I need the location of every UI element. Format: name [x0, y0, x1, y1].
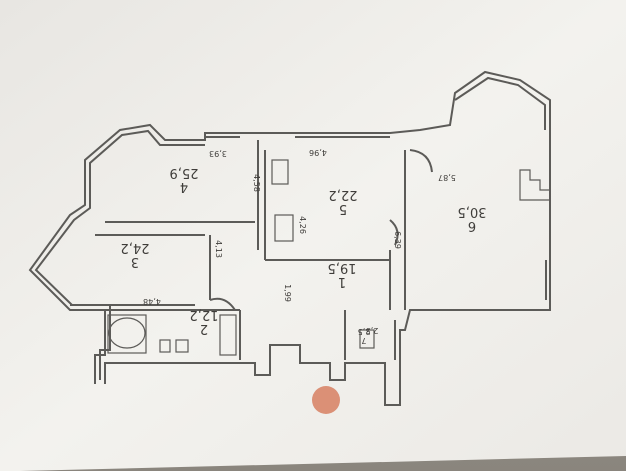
room-4: 4 25,9	[170, 165, 199, 194]
bathtub	[108, 317, 146, 349]
bay-window	[454, 76, 546, 130]
dim-5-87: 5,87	[438, 173, 456, 182]
room-labels: 1 19,5 2 12,2 3 24,2 4 25,9 5 22,2 6 30,…	[121, 165, 487, 345]
bathtub-frame	[107, 314, 147, 354]
dim-4-13: 4,13	[214, 240, 223, 258]
outer-wall-inner	[34, 129, 205, 380]
room-5-area: 22,2	[329, 187, 358, 202]
dim-6-39: 6,39	[393, 231, 402, 249]
walls	[28, 70, 551, 406]
outer-wall	[28, 70, 551, 406]
cabinet	[219, 314, 237, 356]
kitchen-sink	[274, 214, 294, 242]
room-7-area: 2,5	[358, 327, 371, 336]
room-1-id: 1	[338, 274, 346, 289]
room-6-id: 6	[468, 218, 476, 233]
room-6: 6 30,5	[458, 204, 487, 233]
room-7: 7 2,5	[358, 327, 371, 345]
room-1: 1 19,5	[328, 260, 357, 289]
room-3-id: 3	[131, 254, 139, 269]
room-5-id: 5	[339, 201, 347, 216]
dim-4-58: 4,58	[252, 174, 261, 192]
room-2: 2 12,2	[190, 307, 219, 336]
wc-toilet	[359, 329, 375, 349]
room-2-id: 2	[200, 321, 208, 336]
door-arc-room5	[389, 219, 399, 246]
room-6-area: 30,5	[458, 204, 487, 219]
room-1-area: 19,5	[328, 260, 357, 275]
dim-4-48: 4,48	[143, 297, 161, 306]
room-3: 3 24,2	[121, 240, 150, 269]
stove	[271, 159, 289, 185]
dim-4-96: 4,96	[309, 148, 327, 157]
door-arc-room6	[409, 149, 433, 173]
dim-4-26: 4,26	[298, 216, 307, 234]
room-2-area: 12,2	[190, 307, 219, 322]
fixtures	[107, 159, 551, 356]
dim-2-5: 2,5	[366, 326, 379, 335]
dim-1-99: 1,99	[283, 284, 292, 302]
room-7-id: 7	[361, 336, 366, 345]
dimension-labels: 3,93 4,58 4,96 4,26 6,39 5,87 4,13 4,48 …	[143, 148, 456, 335]
room-3-area: 24,2	[121, 240, 150, 255]
dim-3-93: 3,93	[209, 149, 227, 158]
stairs	[519, 169, 551, 201]
room-4-id: 4	[180, 179, 188, 194]
door-arc-hall	[209, 297, 236, 311]
room-4-area: 25,9	[170, 165, 199, 180]
entrance-marker	[312, 386, 340, 414]
sink	[159, 339, 171, 353]
toilet	[175, 339, 189, 353]
room-5: 5 22,2	[329, 187, 358, 216]
